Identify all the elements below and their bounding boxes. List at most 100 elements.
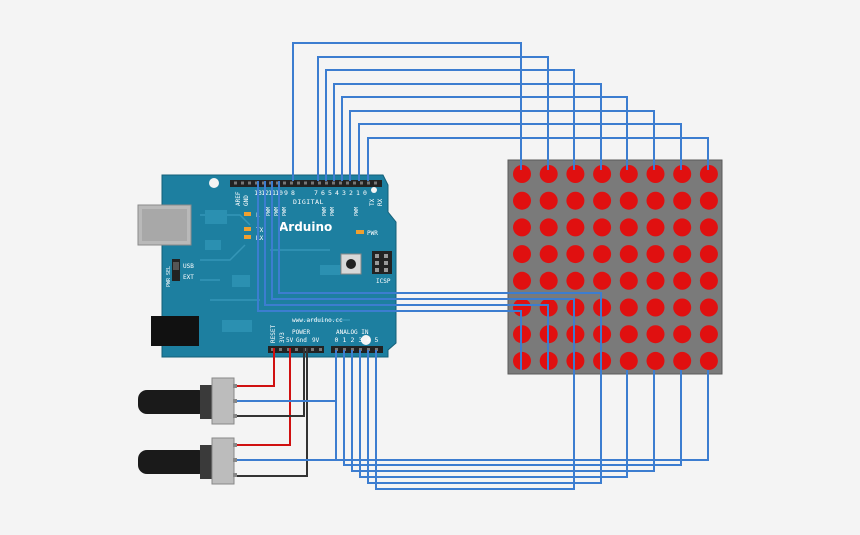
header-pin	[359, 348, 362, 351]
digital-pin-label: 4	[335, 189, 339, 197]
led-dot	[539, 165, 558, 183]
led-dot	[619, 165, 638, 183]
led-dot	[566, 218, 585, 237]
led-grid	[513, 165, 718, 370]
pwm-label: PWM	[282, 207, 288, 216]
icsp-label: ICSP	[376, 278, 391, 285]
led-dot	[619, 351, 638, 370]
wires	[237, 42, 709, 490]
analog-pin-label: 5	[375, 336, 379, 344]
led-dot	[646, 165, 665, 183]
digital-pin-label: 0	[363, 189, 367, 197]
pwr-sel-jumper: PWR SEL USB EXT	[166, 259, 194, 287]
header-pin	[241, 181, 244, 185]
led-dot	[673, 245, 692, 264]
power-jack	[151, 316, 199, 346]
aref-label: AREF	[235, 191, 242, 206]
header-pin	[297, 181, 300, 185]
led-dot	[513, 271, 531, 290]
led-dot	[539, 191, 558, 210]
analog-wire	[335, 350, 709, 461]
led-dot	[566, 351, 585, 370]
led-dot	[593, 351, 612, 370]
led-dot	[673, 298, 692, 317]
header-pin	[248, 181, 251, 185]
header-pin	[318, 181, 321, 185]
power-header: RESET 3V3 POWER 5V Gnd 9V	[268, 325, 324, 353]
led-dot	[646, 351, 665, 370]
led-dot	[566, 245, 585, 264]
column-wire	[333, 83, 602, 181]
digital-pin-label: 1	[356, 189, 360, 197]
column-wire	[317, 56, 549, 181]
header-pin	[351, 348, 354, 351]
analog-wire	[351, 350, 655, 472]
led-dot	[566, 191, 585, 210]
led-dot	[673, 191, 692, 210]
ground-wire	[237, 348, 305, 417]
pwm-label: PWM	[274, 207, 280, 216]
led-dot	[539, 245, 558, 264]
led-dot	[673, 351, 692, 370]
led-dot	[619, 325, 638, 344]
led-dot	[619, 245, 638, 264]
pwr-led-label: PWR	[367, 230, 378, 237]
potentiometer-1	[138, 377, 237, 425]
led-dot	[513, 218, 531, 237]
pot-shaft	[138, 450, 208, 474]
led-dot	[699, 351, 718, 370]
digital-pin-label: 6	[321, 189, 325, 197]
column-wire	[292, 42, 522, 181]
header-pin	[287, 348, 290, 351]
led-dot	[566, 271, 585, 290]
header-pin	[339, 181, 342, 185]
analog-pin-label: 4	[367, 336, 371, 344]
led-dot	[619, 298, 638, 317]
led-dot	[593, 271, 612, 290]
row-wire	[271, 181, 575, 370]
led-dot	[646, 191, 665, 210]
analog-wire	[375, 350, 575, 490]
digital-pin-label: 3	[342, 189, 346, 197]
header-pin	[374, 181, 377, 185]
led-dot	[646, 245, 665, 264]
header-pin	[311, 181, 314, 185]
pwm-label: PWM	[354, 207, 360, 216]
led-matrix	[507, 159, 723, 375]
potentiometer-2	[138, 437, 237, 485]
analog-pin-label: 0	[335, 336, 339, 344]
header-pin	[276, 181, 279, 185]
rx-led-label: RX	[256, 235, 264, 242]
led-dot	[673, 271, 692, 290]
digital-pin-label: 8	[291, 189, 295, 197]
led-dot	[513, 165, 531, 183]
header-pin	[311, 348, 314, 351]
mounting-hole	[371, 187, 377, 193]
led-dot	[513, 191, 531, 210]
digital-label: DIGITAL	[293, 198, 324, 206]
gnd-label: GND	[243, 195, 250, 206]
power-wire	[237, 348, 275, 387]
header-pin	[295, 348, 298, 351]
led-dot	[566, 165, 585, 183]
digital-pin-label: 7	[314, 189, 318, 197]
rx-label: RX	[377, 198, 384, 206]
led-dot	[673, 325, 692, 344]
header-pin	[271, 348, 274, 351]
led-dot	[593, 245, 612, 264]
tx-label: TX	[369, 198, 376, 206]
led-dot	[699, 191, 718, 210]
led-dot	[593, 218, 612, 237]
reset-label: RESET	[270, 325, 277, 343]
led-dot	[699, 218, 718, 237]
analog-wire	[359, 350, 628, 478]
header-pin	[255, 181, 258, 185]
header-pin	[262, 181, 265, 185]
led-dot	[699, 165, 718, 183]
led-dot	[619, 271, 638, 290]
mounting-hole	[209, 178, 219, 188]
led-dot	[593, 298, 612, 317]
website-label: www.arduino.cc	[292, 317, 343, 324]
power-wire	[237, 348, 291, 446]
